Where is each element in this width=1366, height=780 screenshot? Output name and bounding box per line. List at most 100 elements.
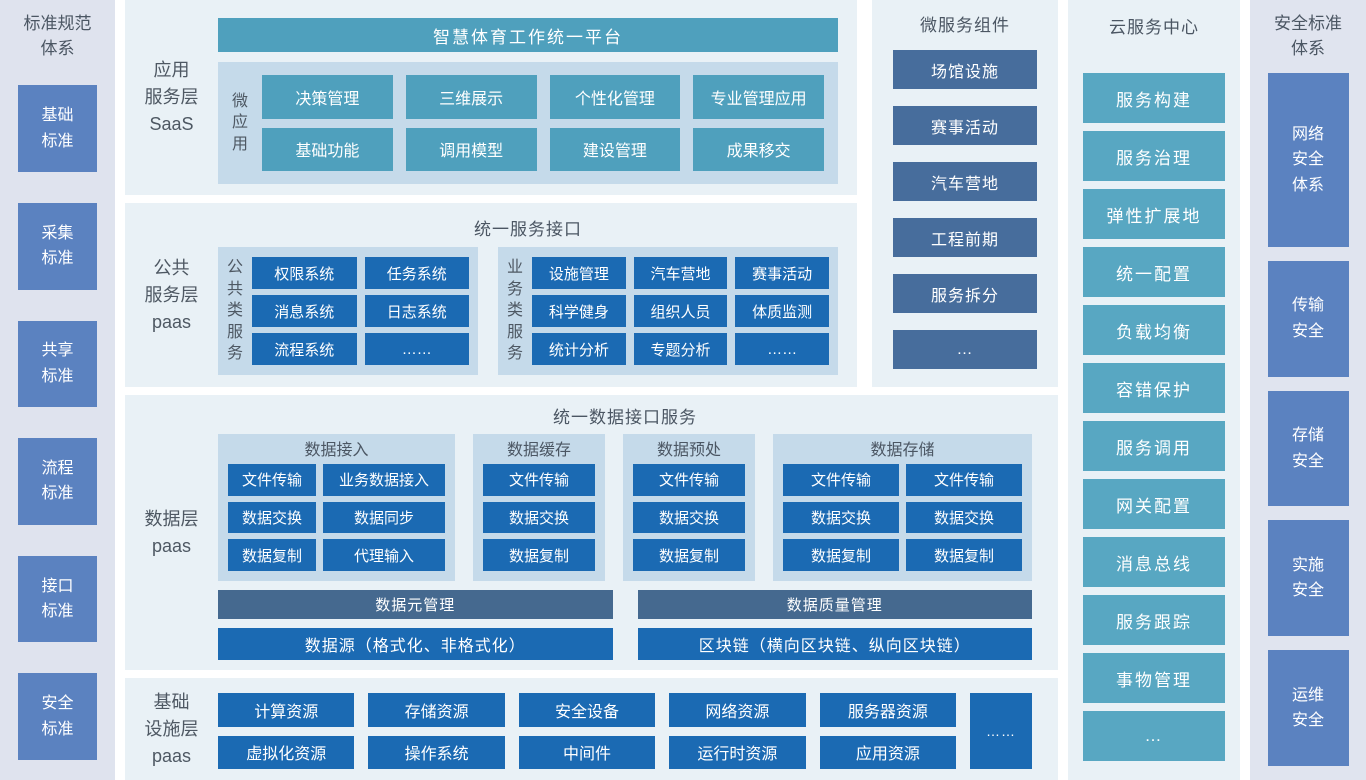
- cloud-service-item: 弹性扩展地: [1083, 189, 1225, 239]
- public-service-chip: 日志系统: [364, 295, 469, 327]
- data-function-chip: 数据交换: [483, 501, 595, 534]
- standard-item: 流程 标准: [18, 438, 97, 525]
- data-function-chip: 业务数据接入: [323, 464, 445, 496]
- microservice-item: 赛事活动: [893, 106, 1037, 145]
- cloud-center-panel: 云服务中心 服务构建 服务治理 弹性扩展地 统一配置 负载均衡 容错保护 服务调…: [1068, 0, 1240, 780]
- data-function-chip: 数据复制: [906, 539, 1022, 571]
- micro-app-button: 成果移交: [693, 127, 825, 171]
- security-standard-item: 网络 安全 体系: [1267, 73, 1349, 247]
- data-function-chip: 代理输入: [323, 539, 445, 571]
- data-function-chip: 文件传输: [483, 464, 595, 496]
- data-function-chip: 数据复制: [483, 539, 595, 571]
- micro-app-button: 建设管理: [549, 127, 681, 171]
- data-cache-group: 数据缓存 文件传输 数据交换 数据复制: [473, 434, 605, 581]
- saas-layer-label: 应用 服务层 SaaS: [144, 60, 199, 135]
- data-function-chip: 数据交换: [906, 501, 1022, 534]
- security-standard-item: 实施 安全: [1267, 520, 1349, 637]
- microservice-item: 服务拆分: [893, 274, 1037, 313]
- main-column: 应用 服务层 SaaS 智慧体育工作统一平台 微 应 用 决策管理 三维展示 个…: [125, 0, 1058, 780]
- microservice-item: 汽车营地: [893, 162, 1037, 201]
- microservice-item: 工程前期: [893, 218, 1037, 257]
- infra-resource-button: 运行时资源: [669, 735, 806, 769]
- public-service-chip: 消息系统: [252, 295, 357, 327]
- microservice-item-more: …: [893, 330, 1037, 369]
- public-service-chip: 权限系统: [252, 257, 357, 290]
- business-service-chip: 汽车营地: [633, 257, 728, 290]
- security-standard-item: 存储 安全: [1267, 390, 1349, 507]
- micro-app-button: 三维展示: [405, 75, 537, 119]
- data-group-title: 数据存储: [870, 442, 935, 459]
- data-function-chip: 文件传输: [633, 464, 745, 496]
- data-group-title: 数据接入: [304, 442, 369, 459]
- data-access-group: 数据接入 文件传输 业务数据接入 数据交换 数据同步 数据复制 代理输入: [218, 434, 455, 581]
- business-services-label: 业 务 类 服 务: [507, 259, 524, 363]
- cloud-service-item: 服务治理: [1083, 131, 1225, 181]
- business-service-chip: 统计分析: [532, 333, 626, 365]
- data-meta-bar: 数据元管理: [218, 590, 613, 619]
- cloud-service-item: 服务构建: [1083, 73, 1225, 123]
- infra-resource-button: 网络资源: [669, 693, 806, 727]
- micro-app-button: 调用模型: [405, 127, 537, 171]
- micro-app-button: 决策管理: [262, 75, 393, 119]
- public-service-chip: ……: [364, 333, 469, 365]
- unified-service-interface-title: 统一服务接口: [474, 220, 582, 240]
- public-service-chip: 流程系统: [252, 333, 357, 365]
- standards-sidebar: 标准规范 体系 基础 标准 采集 标准 共享 标准 流程 标准 接口 标准 安全…: [0, 0, 115, 780]
- data-function-chip: 文件传输: [228, 464, 316, 496]
- data-function-chip: 数据交换: [783, 501, 899, 534]
- infra-layer-label: 基础 设施层 paas: [144, 691, 199, 766]
- saas-layer-panel: 应用 服务层 SaaS 智慧体育工作统一平台 微 应 用 决策管理 三维展示 个…: [125, 0, 857, 196]
- data-function-chip: 数据交换: [633, 501, 745, 534]
- data-group-title: 数据缓存: [506, 442, 571, 459]
- business-service-chip: 体质监测: [735, 295, 829, 327]
- data-source-bar: 数据源（格式化、非格式化）: [218, 628, 613, 660]
- cloud-service-item: 服务调用: [1083, 421, 1225, 471]
- data-quality-bar: 数据质量管理: [637, 590, 1032, 619]
- platform-header: 智慧体育工作统一平台: [218, 18, 838, 52]
- public-services-group: 公 共 类 服 务 权限系统 任务系统 消息系统 日志系统 流程系统 ……: [218, 247, 478, 375]
- micro-app-button: 专业管理应用: [693, 75, 825, 119]
- data-function-chip: 数据复制: [633, 539, 745, 571]
- public-service-chip: 任务系统: [364, 257, 469, 290]
- microservices-panel: 微服务组件 场馆设施 赛事活动 汽车营地 工程前期 服务拆分 …: [872, 0, 1058, 387]
- data-layer-panel: 数据层 paas 统一数据接口服务 数据接入 文件传输 业务数据接入 数据交换 …: [125, 395, 1058, 670]
- cloud-service-item: 负载均衡: [1083, 305, 1225, 355]
- standard-item: 安全 标准: [18, 673, 97, 761]
- standard-item: 采集 标准: [18, 202, 97, 290]
- infra-resource-button: 虚拟化资源: [218, 735, 355, 769]
- security-standards-title: 安全标准 体系: [1274, 14, 1342, 58]
- business-service-chip: ……: [735, 333, 829, 365]
- cloud-service-item-more: …: [1083, 711, 1225, 761]
- security-standards-sidebar: 安全标准 体系 网络 安全 体系 传输 安全 存储 安全 实施 安全 运维 安全: [1250, 0, 1366, 780]
- standards-list: 基础 标准 采集 标准 共享 标准 流程 标准 接口 标准 安全 标准: [18, 85, 97, 761]
- infra-resource-button: 中间件: [518, 735, 656, 769]
- cloud-service-item: 统一配置: [1083, 247, 1225, 297]
- business-service-chip: 赛事活动: [735, 257, 829, 290]
- standard-item: 共享 标准: [18, 320, 97, 408]
- infra-resource-button: 操作系统: [368, 735, 505, 769]
- infra-resource-button: 服务器资源: [819, 693, 957, 727]
- public-services-label: 公 共 类 服 务: [227, 259, 244, 363]
- micro-app-button: 基础功能: [262, 127, 393, 171]
- data-preprocess-group: 数据预处 文件传输 数据交换 数据复制: [623, 434, 755, 581]
- standard-item: 基础 标准: [18, 85, 97, 172]
- data-group-title: 数据预处: [656, 442, 721, 459]
- data-layer-label: 数据层 paas: [144, 508, 199, 556]
- business-service-chip: 设施管理: [532, 257, 626, 290]
- infra-resource-button: 安全设备: [518, 693, 656, 727]
- data-function-chip: 数据复制: [228, 539, 316, 571]
- paas-layer-label: 公共 服务层 paas: [144, 257, 199, 332]
- data-function-chip: 数据同步: [323, 501, 445, 534]
- data-function-chip: 文件传输: [783, 464, 899, 496]
- blockchain-bar: 区块链（横向区块链、纵向区块链）: [637, 628, 1032, 660]
- micro-app-label: 微 应 用: [232, 92, 249, 153]
- cloud-center-title: 云服务中心: [1109, 18, 1199, 37]
- business-service-chip: 科学健身: [532, 295, 626, 327]
- security-standard-item: 传输 安全: [1267, 260, 1349, 377]
- cloud-service-item: 事物管理: [1083, 653, 1225, 703]
- standard-item: 接口 标准: [18, 555, 97, 643]
- cloud-service-item: 服务跟踪: [1083, 595, 1225, 645]
- microservice-item: 场馆设施: [893, 50, 1037, 89]
- infra-resource-button: 应用资源: [819, 735, 957, 769]
